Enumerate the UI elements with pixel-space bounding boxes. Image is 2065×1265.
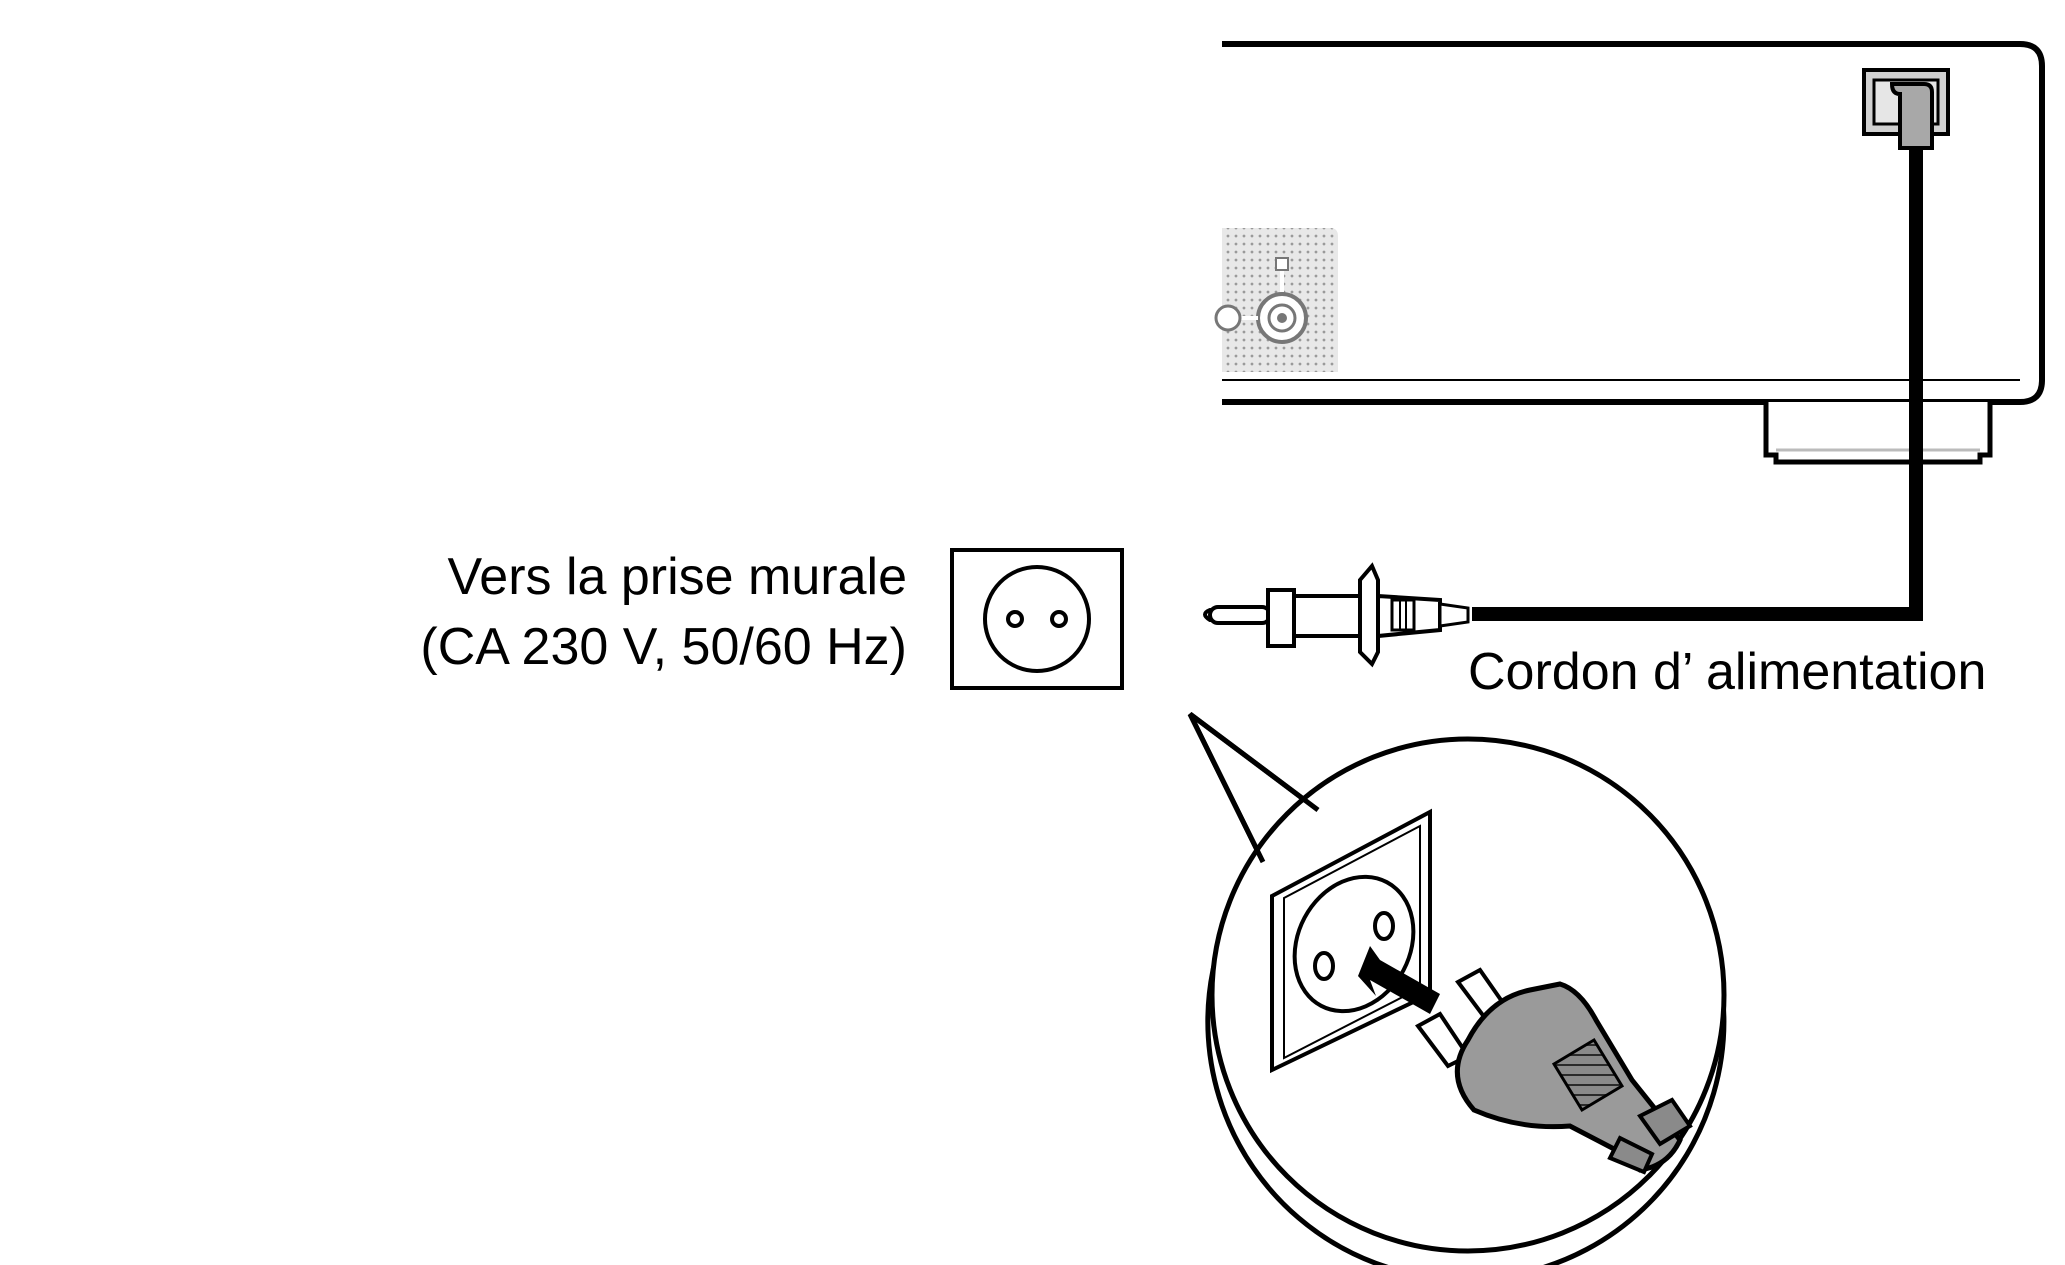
power-cord-label: Cordon d’ alimentation — [1468, 643, 1987, 701]
magnified-callout — [1187, 712, 1727, 1265]
power-cord — [1472, 148, 1923, 621]
wall-socket-icon — [950, 548, 1124, 690]
ac-inlet-icon — [1862, 68, 1950, 150]
device-foot — [1763, 402, 1993, 465]
wall-outlet-label-line1: Vers la prise murale — [447, 548, 907, 606]
plug-side-view-icon — [1203, 562, 1470, 668]
insert-arrow-icon — [1358, 946, 1440, 1014]
terminal-panel — [1214, 228, 1338, 372]
wall-plate-perspective-icon — [1270, 808, 1432, 1074]
wall-outlet-label-line2: (CA 230 V, 50/60 Hz) — [420, 618, 907, 676]
wall-outlet-label: Vers la prise murale (CA 230 V, 50/60 Hz… — [420, 542, 907, 682]
plug-perspective-icon — [1415, 967, 1693, 1175]
device-rear-panel — [1214, 41, 2045, 465]
